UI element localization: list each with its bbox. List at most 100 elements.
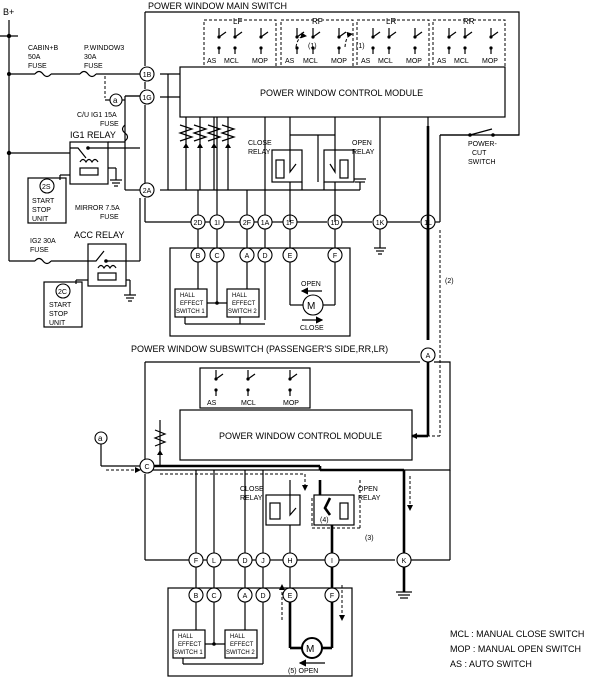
main-contact-2-1 bbox=[387, 28, 397, 54]
terminal-label: A bbox=[245, 253, 250, 260]
sub-control-module bbox=[179, 409, 413, 461]
terminal-label: D bbox=[242, 558, 247, 565]
main-hall1-l3: SWITCH 1 bbox=[176, 309, 205, 315]
main-contact-0-2 bbox=[259, 28, 269, 54]
terminal-label: A bbox=[426, 353, 431, 360]
main-switch-housing bbox=[144, 11, 520, 223]
main-motor-assembly: HALL EFFECT SWITCH 1 HALL EFFECT SWITCH … bbox=[169, 229, 351, 337]
main-contact-2-2 bbox=[413, 28, 423, 54]
lf-mop-label: MOP bbox=[252, 58, 268, 65]
sub-hall2-l3: SWITCH 2 bbox=[226, 650, 255, 656]
cabin-fuse-l3: FUSE bbox=[28, 63, 47, 70]
step-4-label: (4) bbox=[320, 517, 329, 524]
terminal-label: 1G bbox=[142, 95, 151, 102]
sub-internal-wiring: (2) a CLOSE RELAY OPEN RELAY (4) bbox=[94, 230, 454, 599]
main-switch-title: POWER WINDOW MAIN SWITCH bbox=[148, 1, 287, 11]
main-contact-0-0 bbox=[217, 28, 227, 54]
terminal-label: 1D bbox=[331, 220, 340, 227]
pwindow-fuse-l2: 30A bbox=[84, 54, 97, 61]
power-cut-l3: SWITCH bbox=[468, 159, 496, 166]
rr-mcl-label: MCL bbox=[454, 58, 469, 65]
terminal-label: 1F bbox=[286, 220, 294, 227]
acc-relay-label: ACC RELAY bbox=[74, 230, 124, 240]
ssu-top-l3: UNIT bbox=[32, 216, 49, 223]
sub-switch-title: POWER WINDOW SUBSWITCH (PASSENGER'S SIDE… bbox=[131, 344, 388, 354]
terminal-label: B bbox=[194, 593, 199, 600]
sub-hall2-l1: HALL bbox=[230, 634, 246, 640]
main-motor-open: OPEN bbox=[301, 281, 321, 288]
cabin-fuse-l2: 50A bbox=[28, 54, 41, 61]
ssu-bottom-l3: UNIT bbox=[49, 320, 66, 327]
terminal-c bbox=[139, 458, 155, 474]
lf-as-label: AS bbox=[207, 58, 217, 65]
open-relay-l1: OPEN bbox=[352, 140, 372, 147]
sub-close-relay-l1: CLOSE bbox=[240, 486, 264, 493]
main-hall2-l3: SWITCH 2 bbox=[228, 309, 257, 315]
terminal-a bbox=[420, 347, 436, 363]
rf-mcl-label: MCL bbox=[303, 58, 318, 65]
sub-contact-2 bbox=[288, 370, 298, 396]
step-2-label: (2) bbox=[445, 278, 454, 285]
rr-mop-label: MOP bbox=[482, 58, 498, 65]
open-relay-l2: RELAY bbox=[352, 149, 375, 156]
sub-hall2-l2: EFFECT bbox=[230, 642, 254, 648]
close-relay-l1: CLOSE bbox=[248, 140, 272, 147]
terminal-label: E bbox=[288, 593, 293, 600]
sub-control-module-label: POWER WINDOW CONTROL MODULE bbox=[219, 431, 382, 441]
rr-as-label: AS bbox=[437, 58, 447, 65]
sub-motor-symbol: M bbox=[306, 644, 314, 655]
signal-a-sub: a bbox=[98, 434, 103, 443]
main-contact-0-1 bbox=[233, 28, 243, 54]
legend-as: AS : AUTO SWITCH bbox=[450, 659, 532, 669]
terminal-label: B bbox=[196, 253, 201, 260]
main-contact-3-0 bbox=[447, 28, 457, 54]
sub-open-relay-l1: OPEN bbox=[358, 486, 378, 493]
terminal-label: E bbox=[288, 253, 293, 260]
main-switch-contacts bbox=[217, 28, 499, 54]
terminal-label: 2D bbox=[194, 220, 203, 227]
terminal-label: A bbox=[243, 593, 248, 600]
cu-fuse-l2: FUSE bbox=[100, 121, 119, 128]
terminal-label: 2F bbox=[243, 220, 251, 227]
terminal-label: L bbox=[212, 558, 216, 565]
main-motor-close: CLOSE bbox=[300, 325, 324, 332]
sub-mop-label: MOP bbox=[283, 400, 299, 407]
sub-motor-assembly: HALL EFFECT SWITCH 1 HALL EFFECT SWITCH … bbox=[167, 567, 353, 677]
terminal-label: K bbox=[402, 558, 407, 565]
pwindow-fuse-l1: P.WINDOW3 bbox=[84, 45, 124, 52]
main-control-module-label: POWER WINDOW CONTROL MODULE bbox=[260, 88, 423, 98]
main-contact-1-1 bbox=[311, 28, 321, 54]
ig2-fuse-l1: IG2 30A bbox=[30, 238, 56, 245]
main-control-module bbox=[179, 66, 506, 118]
terminal-label: F bbox=[194, 558, 198, 565]
window-label-lr: LR bbox=[386, 17, 396, 26]
terminal-label: F bbox=[333, 253, 337, 260]
connector-2c: 2C bbox=[58, 289, 67, 296]
window-label-rr: RR bbox=[463, 17, 475, 26]
power-supply-section: B+ CABIN+B 50A FUSE P.WINDOW3 30A FUSE a… bbox=[0, 7, 141, 328]
window-label-lf: LF bbox=[233, 17, 242, 26]
terminal-label: C bbox=[211, 593, 216, 600]
lr-mcl-label: MCL bbox=[378, 58, 393, 65]
sub-switch-contacts bbox=[214, 370, 298, 396]
terminal-label: C bbox=[214, 253, 219, 260]
legend: MCL : MANUAL CLOSE SWITCH MOP : MANUAL O… bbox=[450, 629, 584, 669]
step-3-label: (3) bbox=[365, 535, 374, 542]
legend-mop: MOP : MANUAL OPEN SWITCH bbox=[450, 644, 581, 654]
terminal-t1B bbox=[139, 66, 155, 82]
main-hall2-l1: HALL bbox=[232, 293, 248, 299]
mirror-fuse-l2: FUSE bbox=[100, 214, 119, 221]
ssu-bottom-l2: STOP bbox=[49, 311, 68, 318]
sub-switch-labels: AS MCL MOP bbox=[207, 400, 299, 407]
terminal-label: D bbox=[260, 593, 265, 600]
sub-contact-0 bbox=[214, 370, 224, 396]
step-1b-label: (1) bbox=[356, 43, 365, 50]
signal-a-top: a bbox=[113, 96, 118, 105]
terminal-label: D bbox=[262, 253, 267, 260]
lr-mop-label: MOP bbox=[406, 58, 422, 65]
main-contact-1-0 bbox=[295, 28, 305, 54]
terminal-label: 2A bbox=[143, 188, 152, 195]
sub-hall1-l3: SWITCH 1 bbox=[174, 650, 203, 656]
ig1-relay-label: IG1 RELAY bbox=[70, 130, 116, 140]
ig2-fuse-l2: FUSE bbox=[30, 247, 49, 254]
